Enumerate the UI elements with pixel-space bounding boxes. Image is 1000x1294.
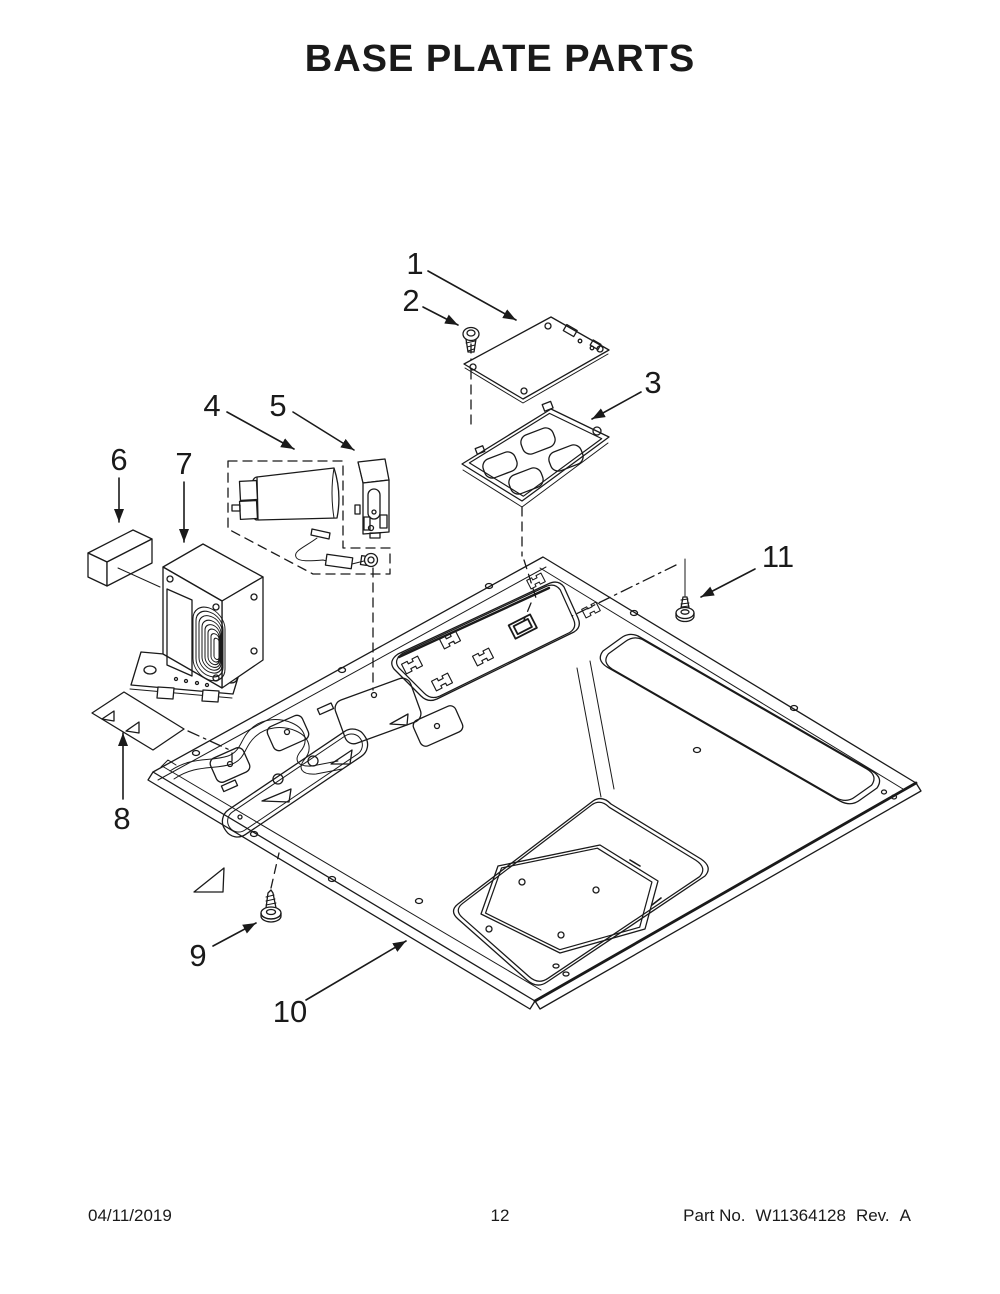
callout-5-label: 5 [269,388,286,423]
pad-part-6 [87,529,161,588]
callout-7-label: 7 [175,446,192,481]
capacitor-part-4 [227,460,391,575]
callout-2-label: 2 [402,283,419,318]
callout-8-label: 8 [113,801,130,836]
callouts: 1 2 3 4 5 6 7 8 9 10 11 [110,246,794,1029]
callout-1-arrow [427,270,517,321]
screw-part-11 [675,558,695,623]
rim-holes [191,582,898,977]
callout-10-arrow [305,940,407,1001]
tray-mount-recess [391,581,580,702]
footer-rev-value: A [899,1206,911,1225]
control-board-part-1 [463,316,610,404]
transformer-coil [192,606,226,682]
diode-lead-assembly [295,528,379,570]
ring-terminal [363,552,379,568]
callout-2-arrow [422,306,459,326]
callout-10-label: 10 [273,994,307,1029]
plate-front-edge [533,781,918,1003]
board-tray-part-3 [461,400,610,508]
footer-rev-label: Rev. [855,1206,890,1225]
base-plate-part-10 [147,556,922,1010]
callout-3-label: 3 [644,365,661,400]
page-title: BASE PLATE PARTS [304,38,696,80]
footer-part-number: W11364128 [755,1206,846,1225]
callout-9-arrow [212,922,257,947]
callout-4-label: 4 [203,388,220,423]
callout-3-arrow [591,391,642,420]
callout-4-arrow [226,411,295,450]
footer-part-label: Part No. [683,1206,746,1225]
assembly-leader-lines [187,343,677,889]
callout-9-label: 9 [189,938,206,973]
embossed-pad-cluster [169,677,464,893]
label-part-8 [91,691,185,751]
footer-page-number: 12 [490,1206,510,1225]
bottom-recess [452,797,709,986]
screw-part-2 [462,326,480,353]
callout-6-label: 6 [110,442,127,477]
plate-outline [152,556,917,1002]
callout-1-label: 1 [406,246,423,281]
screw-part-9 [260,889,282,923]
callout-11-label: 11 [762,539,794,574]
kit-dashed-boundary [227,460,391,575]
screw-boss-cutout [507,613,538,640]
callout-5-arrow [292,411,355,451]
footer-part-info: Part No. W11364128 Rev. A [673,1206,911,1226]
callout-11-arrow [700,568,756,598]
footer-date: 04/11/2019 [88,1206,172,1225]
transformer-part-7 [129,543,264,703]
fuse-holder-part-5 [354,458,390,539]
right-recess [599,633,881,805]
